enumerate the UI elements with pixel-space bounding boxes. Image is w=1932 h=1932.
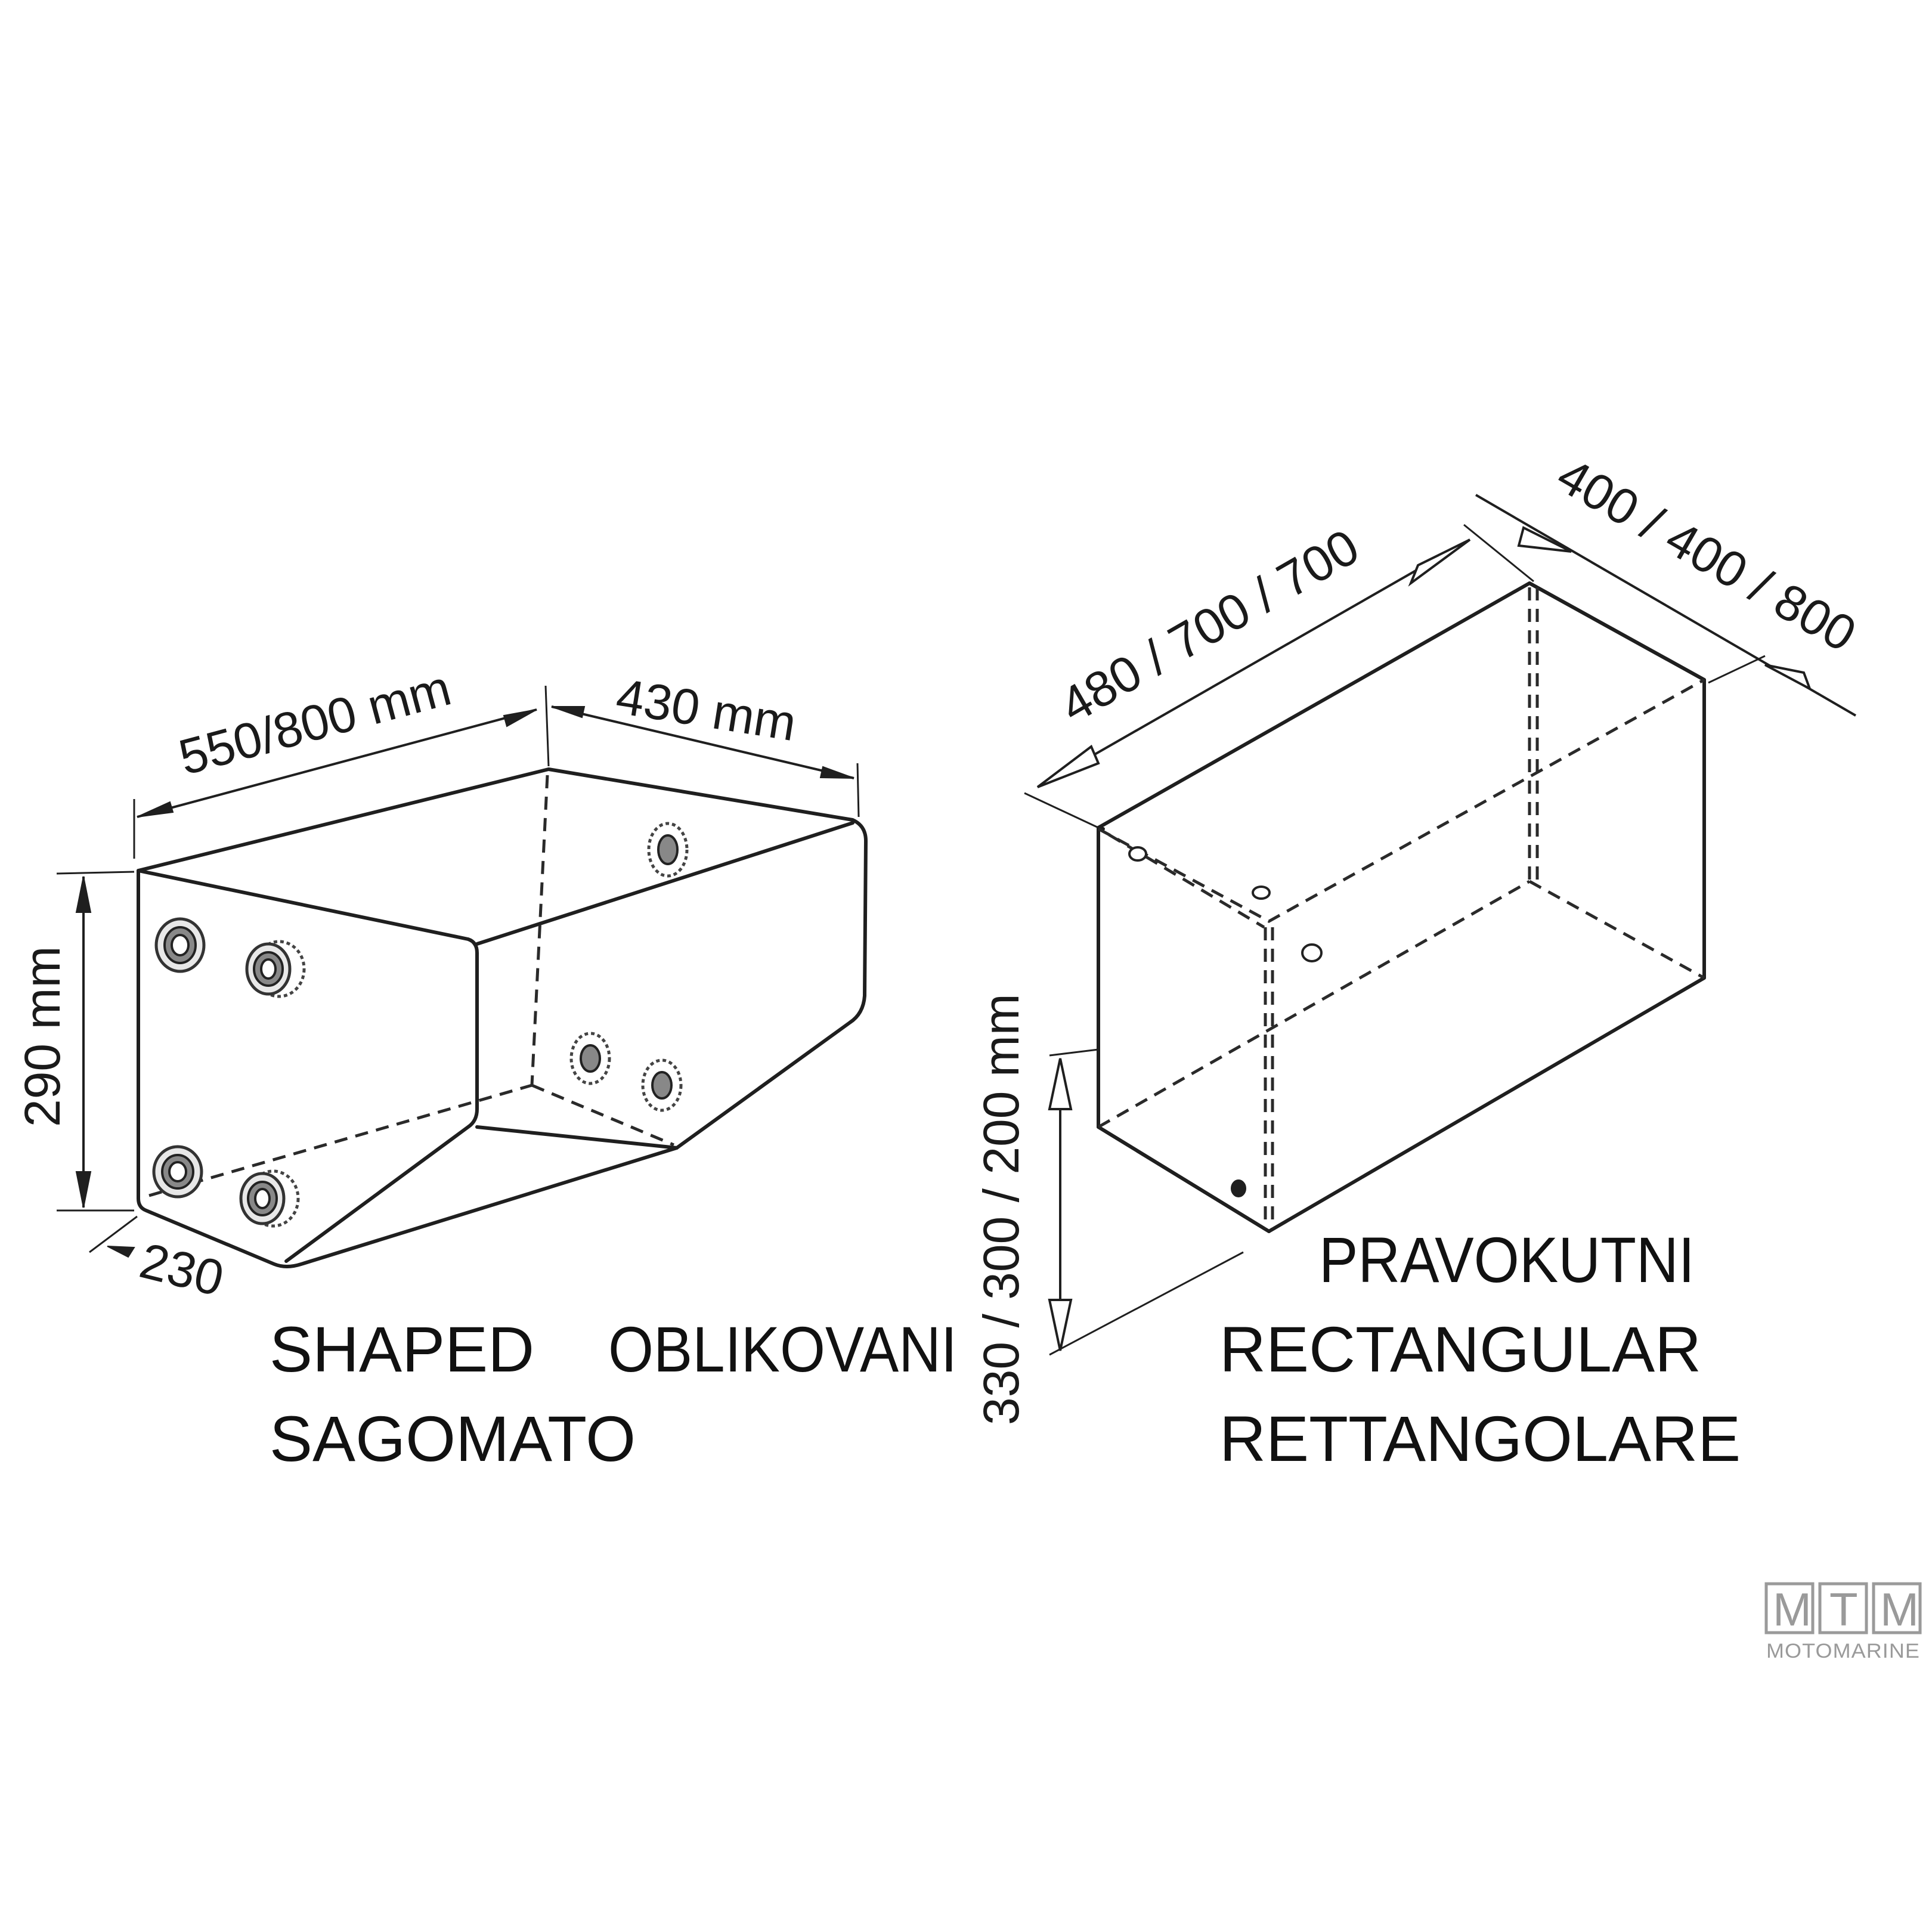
shaped-length-dimension: 550/800 mm [133, 660, 550, 859]
logo-letter: M [1880, 1583, 1919, 1636]
rect-tank-bottom-front [1097, 1125, 1271, 1233]
shaped-bottom-dimension: 230 [89, 1215, 230, 1306]
fitting-icon [245, 940, 306, 998]
fitting-icon [152, 1145, 203, 1199]
shaped-tank-top-right-edge [475, 821, 854, 946]
fitting-icon [1128, 846, 1323, 1197]
caption-rectangular: RECTANGULAR [1219, 1313, 1701, 1385]
shaped-tank-front-top-edge [137, 869, 479, 1263]
rect-tank-outline [1097, 581, 1706, 1233]
fitting-icon [647, 822, 689, 878]
fitting-icon [641, 1058, 683, 1112]
rect-tank-hidden-top-diag [1097, 678, 1705, 923]
caption-pravokutni: PRAVOKUTNI [1319, 1224, 1695, 1296]
rectangular-tank: 480 / 700 / 700 400 / 400 / 800 330 / 30… [973, 447, 1865, 1475]
rect-tank-hidden-bottom-back [1528, 880, 1705, 980]
fitting-icon [239, 1169, 300, 1228]
motomarine-logo: M T M MOTOMARINE [1764, 1582, 1922, 1662]
shaped-bottom-label: 230 [135, 1232, 230, 1306]
rect-height-label: 330 / 300 / 200 mm [973, 993, 1029, 1425]
shaped-tank-bottom-right-edge [475, 1125, 679, 1150]
caption-rettangolare: RETTANGOLARE [1219, 1402, 1741, 1475]
shaped-tank-outline [137, 767, 868, 1268]
caption-sagomato: SAGOMATO [270, 1402, 636, 1475]
shaped-tank-hidden-vertical [530, 775, 549, 1086]
rect-length-dimension: 480 / 700 / 700 [1024, 518, 1534, 829]
caption-oblikovani: OBLIKOVANI [608, 1313, 957, 1385]
shaped-width-label: 430 mm [612, 668, 800, 751]
rect-height-dimension: 330 / 300 / 200 mm [973, 993, 1244, 1425]
rect-tank-top-right [1528, 581, 1706, 682]
shaped-height-label: 290 mm [14, 946, 70, 1127]
fitting-icon [569, 1032, 611, 1085]
shaped-tank-hidden-left [148, 1083, 532, 1197]
rect-tank-hidden-bottom-left [1097, 880, 1531, 1129]
rect-width-dimension: 400 / 400 / 800 [1475, 447, 1865, 717]
logo-letter: M [1773, 1583, 1812, 1636]
caption-shaped: SHAPED [270, 1313, 534, 1385]
shaped-height-dimension: 290 mm [14, 871, 135, 1212]
logo-letter: T [1829, 1583, 1858, 1636]
shaped-tank-hidden-bottom [531, 1083, 674, 1147]
fitting-icon [154, 917, 206, 973]
shaped-length-label: 550/800 mm [173, 660, 456, 786]
logo-brand: MOTOMARINE [1766, 1640, 1920, 1662]
shaped-tank: 550/800 mm 430 mm 290 mm 230 SHAPED OBLI… [14, 660, 957, 1475]
